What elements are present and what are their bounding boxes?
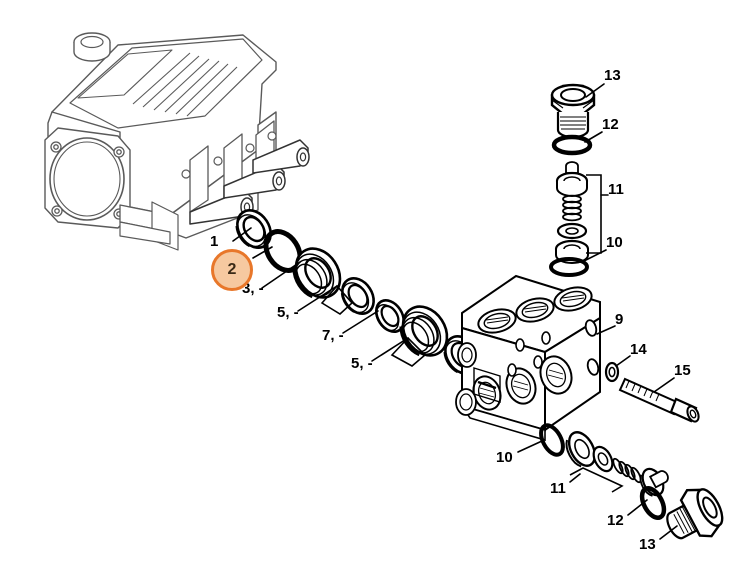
part-10-o-ring-top xyxy=(549,257,589,277)
leader-10-top xyxy=(583,249,607,262)
part-3-seal-assembly xyxy=(292,247,342,299)
callout-label-12-bottom: 12 xyxy=(607,512,624,529)
leader-13-bot xyxy=(659,525,678,540)
part-10-o-ring-bottom xyxy=(539,423,565,457)
part-13-hex-plug-top xyxy=(550,83,596,139)
part-7-packing-seal xyxy=(375,299,405,333)
leader-1 xyxy=(232,227,252,242)
part-9-valve-manifold-block xyxy=(455,274,601,442)
leader-5a xyxy=(297,285,338,312)
callout-label-15: 15 xyxy=(674,362,691,379)
part-14-washer xyxy=(604,361,620,383)
callout-label-9: 9 xyxy=(615,311,624,328)
callout-brackets xyxy=(320,284,427,367)
callout-label-7: 7, - xyxy=(322,327,344,344)
part-12-o-ring-bottom xyxy=(639,486,667,520)
callout-label-11-bottom: 11 xyxy=(550,480,566,497)
leader-9 xyxy=(596,325,616,335)
callout-label-5a: 5, - xyxy=(277,304,299,321)
part-11-valve-assembly-top xyxy=(554,161,602,264)
callout-label-14: 14 xyxy=(630,341,647,358)
highlighted-part-badge-2[interactable]: 2 xyxy=(211,249,253,291)
callout-label-11-top: 11 xyxy=(608,181,624,198)
callout-label-12-top: 12 xyxy=(602,116,619,133)
bracket-5b xyxy=(390,336,427,367)
callout-label-13-top: 13 xyxy=(604,67,621,84)
callout-label-1: 1 xyxy=(210,233,219,250)
leader-3 xyxy=(261,261,301,289)
leader-12-bot xyxy=(627,499,648,516)
leader-13-top xyxy=(585,83,605,98)
leader-10-bot xyxy=(517,440,543,453)
pump-housing xyxy=(44,32,310,251)
leader-12-top xyxy=(584,131,603,143)
leader-7 xyxy=(342,310,379,334)
callout-leader-lines xyxy=(232,83,678,540)
leader-15 xyxy=(653,377,675,393)
callout-label-10-bottom: 10 xyxy=(496,449,513,466)
leader-11-bot xyxy=(569,473,581,483)
callout-label-3: 3, - xyxy=(242,280,264,297)
part-13-hex-plug-bottom xyxy=(666,488,724,540)
part-11-valve-assembly-bottom xyxy=(565,431,669,497)
bracket-5a xyxy=(320,284,354,315)
part-15-socket-head-screw xyxy=(618,377,700,423)
leader-14 xyxy=(615,355,631,367)
callout-label-10-top: 10 xyxy=(606,234,623,251)
part-1-seal-ring xyxy=(235,209,272,249)
part-12-o-ring-top xyxy=(551,134,593,156)
top-valve-column xyxy=(549,83,602,277)
callout-label-5b: 5, - xyxy=(351,355,373,372)
leader-5b xyxy=(371,337,409,362)
callout-label-13-bottom: 13 xyxy=(639,536,656,553)
leader-2 xyxy=(252,246,273,259)
plunger-group xyxy=(189,139,310,225)
